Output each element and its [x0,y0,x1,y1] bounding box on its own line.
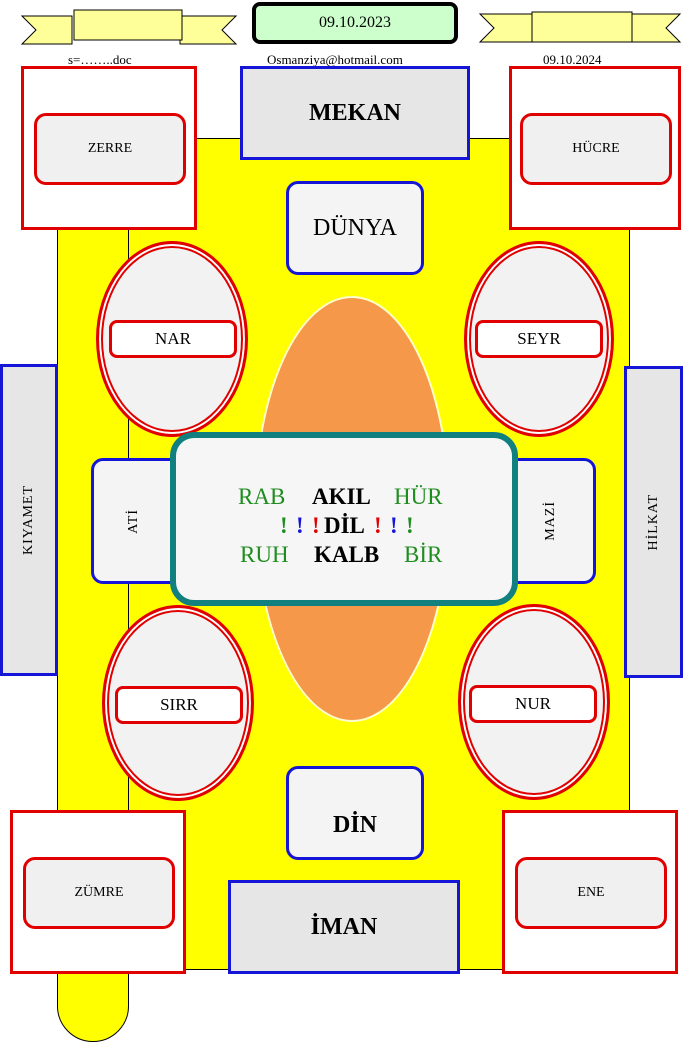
dunya-box: DÜNYA [286,181,424,275]
mark-left-1: ! [280,513,288,538]
rab-text: RAB [238,484,286,509]
center-row-3: RUH KALB BİR [176,542,512,572]
sirr-label: SIRR [160,695,198,714]
nar-label: NAR [155,329,191,348]
hilkat-label: HİLKAT [645,493,661,551]
hilkat-box: HİLKAT [624,366,683,678]
ene-label: ENE [577,885,605,900]
zerre-label: ZERRE [87,141,133,156]
mazi-label: MAZİ [543,501,558,541]
mark-left-2: ! [296,513,304,538]
ene-frame: ENE [502,810,678,974]
nur-pill: NUR [469,685,597,723]
center-row-2: ! ! ! DİL ! ! ! [176,513,512,543]
nur-label: NUR [515,694,551,713]
sirr-ellipse: SIRR [102,605,254,801]
zumre-frame: ZÜMRE [10,810,186,974]
mark-right-1: ! [374,513,382,538]
hucre-frame: HÜCRE [509,66,681,230]
seyr-label: SEYR [517,329,561,348]
right-ribbon [478,11,682,43]
akil-text: AKIL [312,484,371,509]
header-decorations [20,9,682,45]
ruh-text: RUH [240,542,289,567]
date-box: 09.10.2023 [252,2,458,44]
zumre-label: ZÜMRE [74,885,124,900]
zerre-frame: ZERRE [21,66,197,230]
nar-pill: NAR [109,320,237,358]
seyr-pill: SEYR [475,320,603,358]
sirr-pill: SIRR [115,686,243,724]
ene-box: ENE [515,857,667,929]
iman-label: İMAN [310,913,378,940]
zerre-box: ZERRE [34,113,186,185]
kalb-text: KALB [314,542,380,567]
nur-ellipse: NUR [458,604,610,800]
mekan-label: MEKAN [309,99,401,126]
date-box-text: 09.10.2023 [319,14,391,31]
dunya-label: DÜNYA [313,214,397,241]
hucre-label: HÜCRE [572,141,620,156]
date-right-text: 09.10.2024 [543,52,602,67]
zumre-box: ZÜMRE [23,857,175,929]
kiyamet-box: KIYAMET [0,364,58,676]
iman-box: İMAN [228,880,460,974]
hucre-box: HÜCRE [520,113,672,185]
kiyamet-label: KIYAMET [21,485,36,555]
ati-label: ATİ [126,508,141,534]
dil-text: DİL [324,513,365,538]
center-row-1: RAB AKIL HÜR [176,484,512,514]
seyr-ellipse: SEYR [464,241,614,437]
din-box: DİN [286,766,424,860]
mark-right-2: ! [390,513,398,538]
bir-text: BİR [404,542,443,567]
email-text: Osmanziya@hotmail.com [267,52,403,67]
center-panel: RAB AKIL HÜR ! ! ! DİL ! ! ! RUH KALB Bİ… [170,432,518,606]
din-label: DİN [332,811,377,838]
mekan-box: MEKAN [240,66,470,160]
left-ribbon [20,9,238,45]
mark-left-3: ! [312,513,320,538]
nar-ellipse: NAR [96,241,248,437]
hur-text: HÜR [394,484,443,509]
mark-right-3: ! [406,513,414,538]
file-name-text: s=……..doc [68,52,132,67]
